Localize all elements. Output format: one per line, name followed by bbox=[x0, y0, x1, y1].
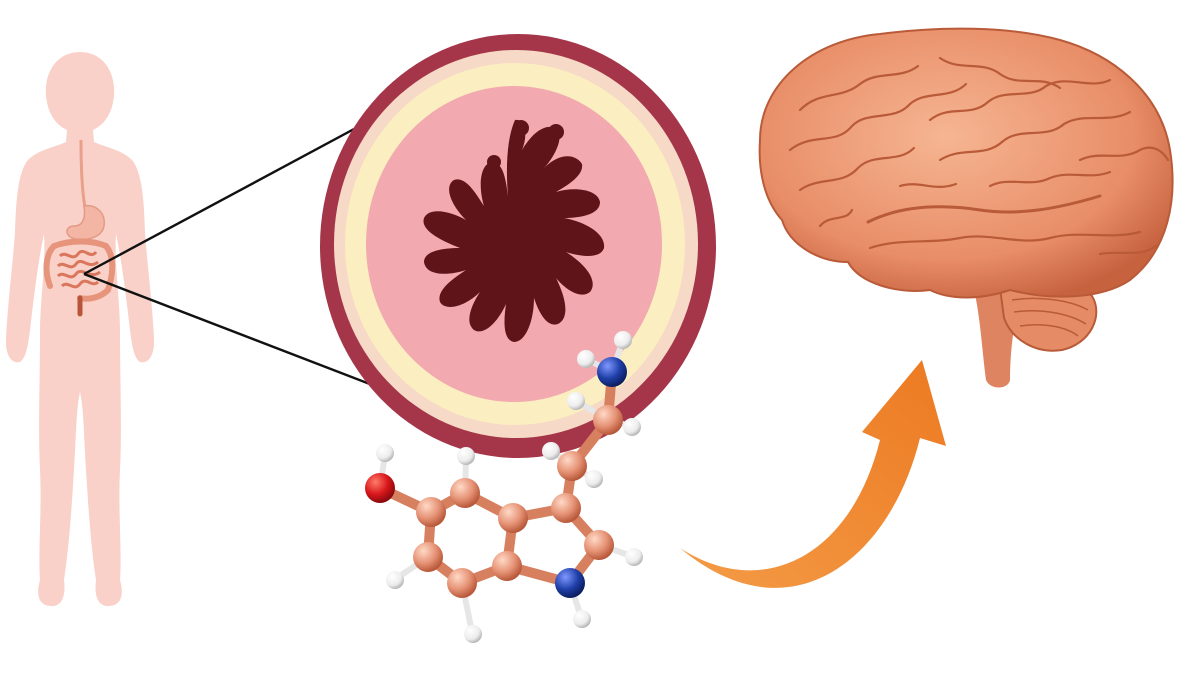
human-body-silhouette bbox=[5, 52, 155, 606]
hydrogen-atom bbox=[542, 442, 560, 460]
digestive-system bbox=[43, 139, 116, 317]
lateral-sulcus bbox=[866, 194, 1102, 224]
hydrogen-atom bbox=[573, 610, 591, 628]
serotonin-molecule bbox=[365, 331, 643, 643]
large-intestine bbox=[43, 238, 116, 302]
hydrogen-atom bbox=[625, 548, 643, 566]
hydrogen-atom bbox=[376, 444, 394, 462]
carbon-atom bbox=[593, 405, 623, 435]
gut-lumen bbox=[423, 119, 605, 342]
cerebrum bbox=[758, 27, 1174, 299]
curved-arrow-icon bbox=[680, 360, 946, 588]
hydrogen-atom bbox=[457, 447, 475, 465]
body-outline bbox=[5, 52, 155, 606]
hydrogen-atom bbox=[464, 625, 482, 643]
carbon-atom bbox=[413, 542, 443, 572]
brain-illustration bbox=[758, 27, 1174, 388]
nitrogen-atom-amine bbox=[597, 357, 627, 387]
hydrogen-atoms bbox=[376, 331, 643, 643]
carbon-atom bbox=[584, 530, 614, 560]
carbon-atom bbox=[551, 493, 581, 523]
carbon-atom bbox=[557, 451, 587, 481]
cerebellum-folds bbox=[1011, 297, 1089, 337]
hydrogen-atom bbox=[567, 392, 585, 410]
hydrogen-atom bbox=[386, 571, 404, 589]
carbon-atoms bbox=[413, 405, 623, 598]
oxygen-atom bbox=[365, 473, 395, 503]
brain-gyri bbox=[788, 56, 1170, 256]
zoom-line-bottom bbox=[83, 272, 376, 388]
stomach bbox=[66, 204, 105, 241]
small-intestine bbox=[56, 249, 101, 289]
nitrogen-atom-ring bbox=[555, 568, 585, 598]
carbon-atom bbox=[450, 478, 480, 508]
zoom-lines bbox=[83, 126, 376, 388]
hydrogen-atom bbox=[623, 418, 641, 436]
hydrogen-atom bbox=[577, 350, 595, 368]
carbon-atom bbox=[492, 551, 522, 581]
carbon-atom bbox=[447, 568, 477, 598]
carbon-atom bbox=[416, 497, 446, 527]
zoom-line-top bbox=[83, 126, 357, 276]
carbon-atom bbox=[498, 503, 528, 533]
gut-cross-section bbox=[320, 34, 716, 458]
gut-villi-bumps bbox=[487, 120, 564, 169]
hydrogen-atom bbox=[585, 470, 603, 488]
hydrogen-atom bbox=[614, 331, 632, 349]
